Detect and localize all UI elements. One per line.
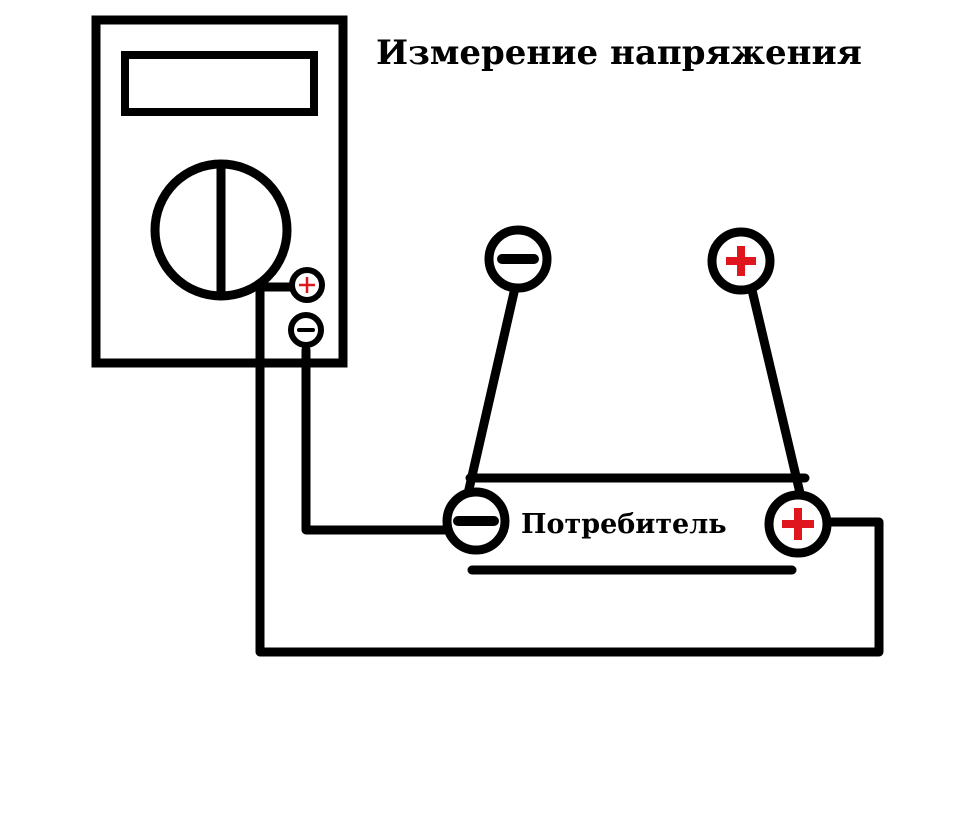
wire-meter-positive <box>255 282 884 657</box>
wire-source-positive <box>747 285 805 498</box>
source-positive-terminal <box>707 227 775 295</box>
wire-source-negative <box>462 283 520 503</box>
wires <box>255 282 884 657</box>
meter-positive-terminal <box>289 267 325 303</box>
diagram-title: Измерение напряжения <box>376 33 862 73</box>
source-negative-terminal <box>484 225 552 293</box>
consumer-negative-terminal <box>442 487 510 555</box>
meter-negative-terminal <box>288 312 324 348</box>
consumer-label: Потребитель <box>521 509 727 540</box>
multimeter-display <box>121 51 318 116</box>
multimeter-icon <box>91 15 348 368</box>
wire-meter-negative <box>301 345 453 535</box>
consumer-positive-terminal <box>764 490 832 558</box>
